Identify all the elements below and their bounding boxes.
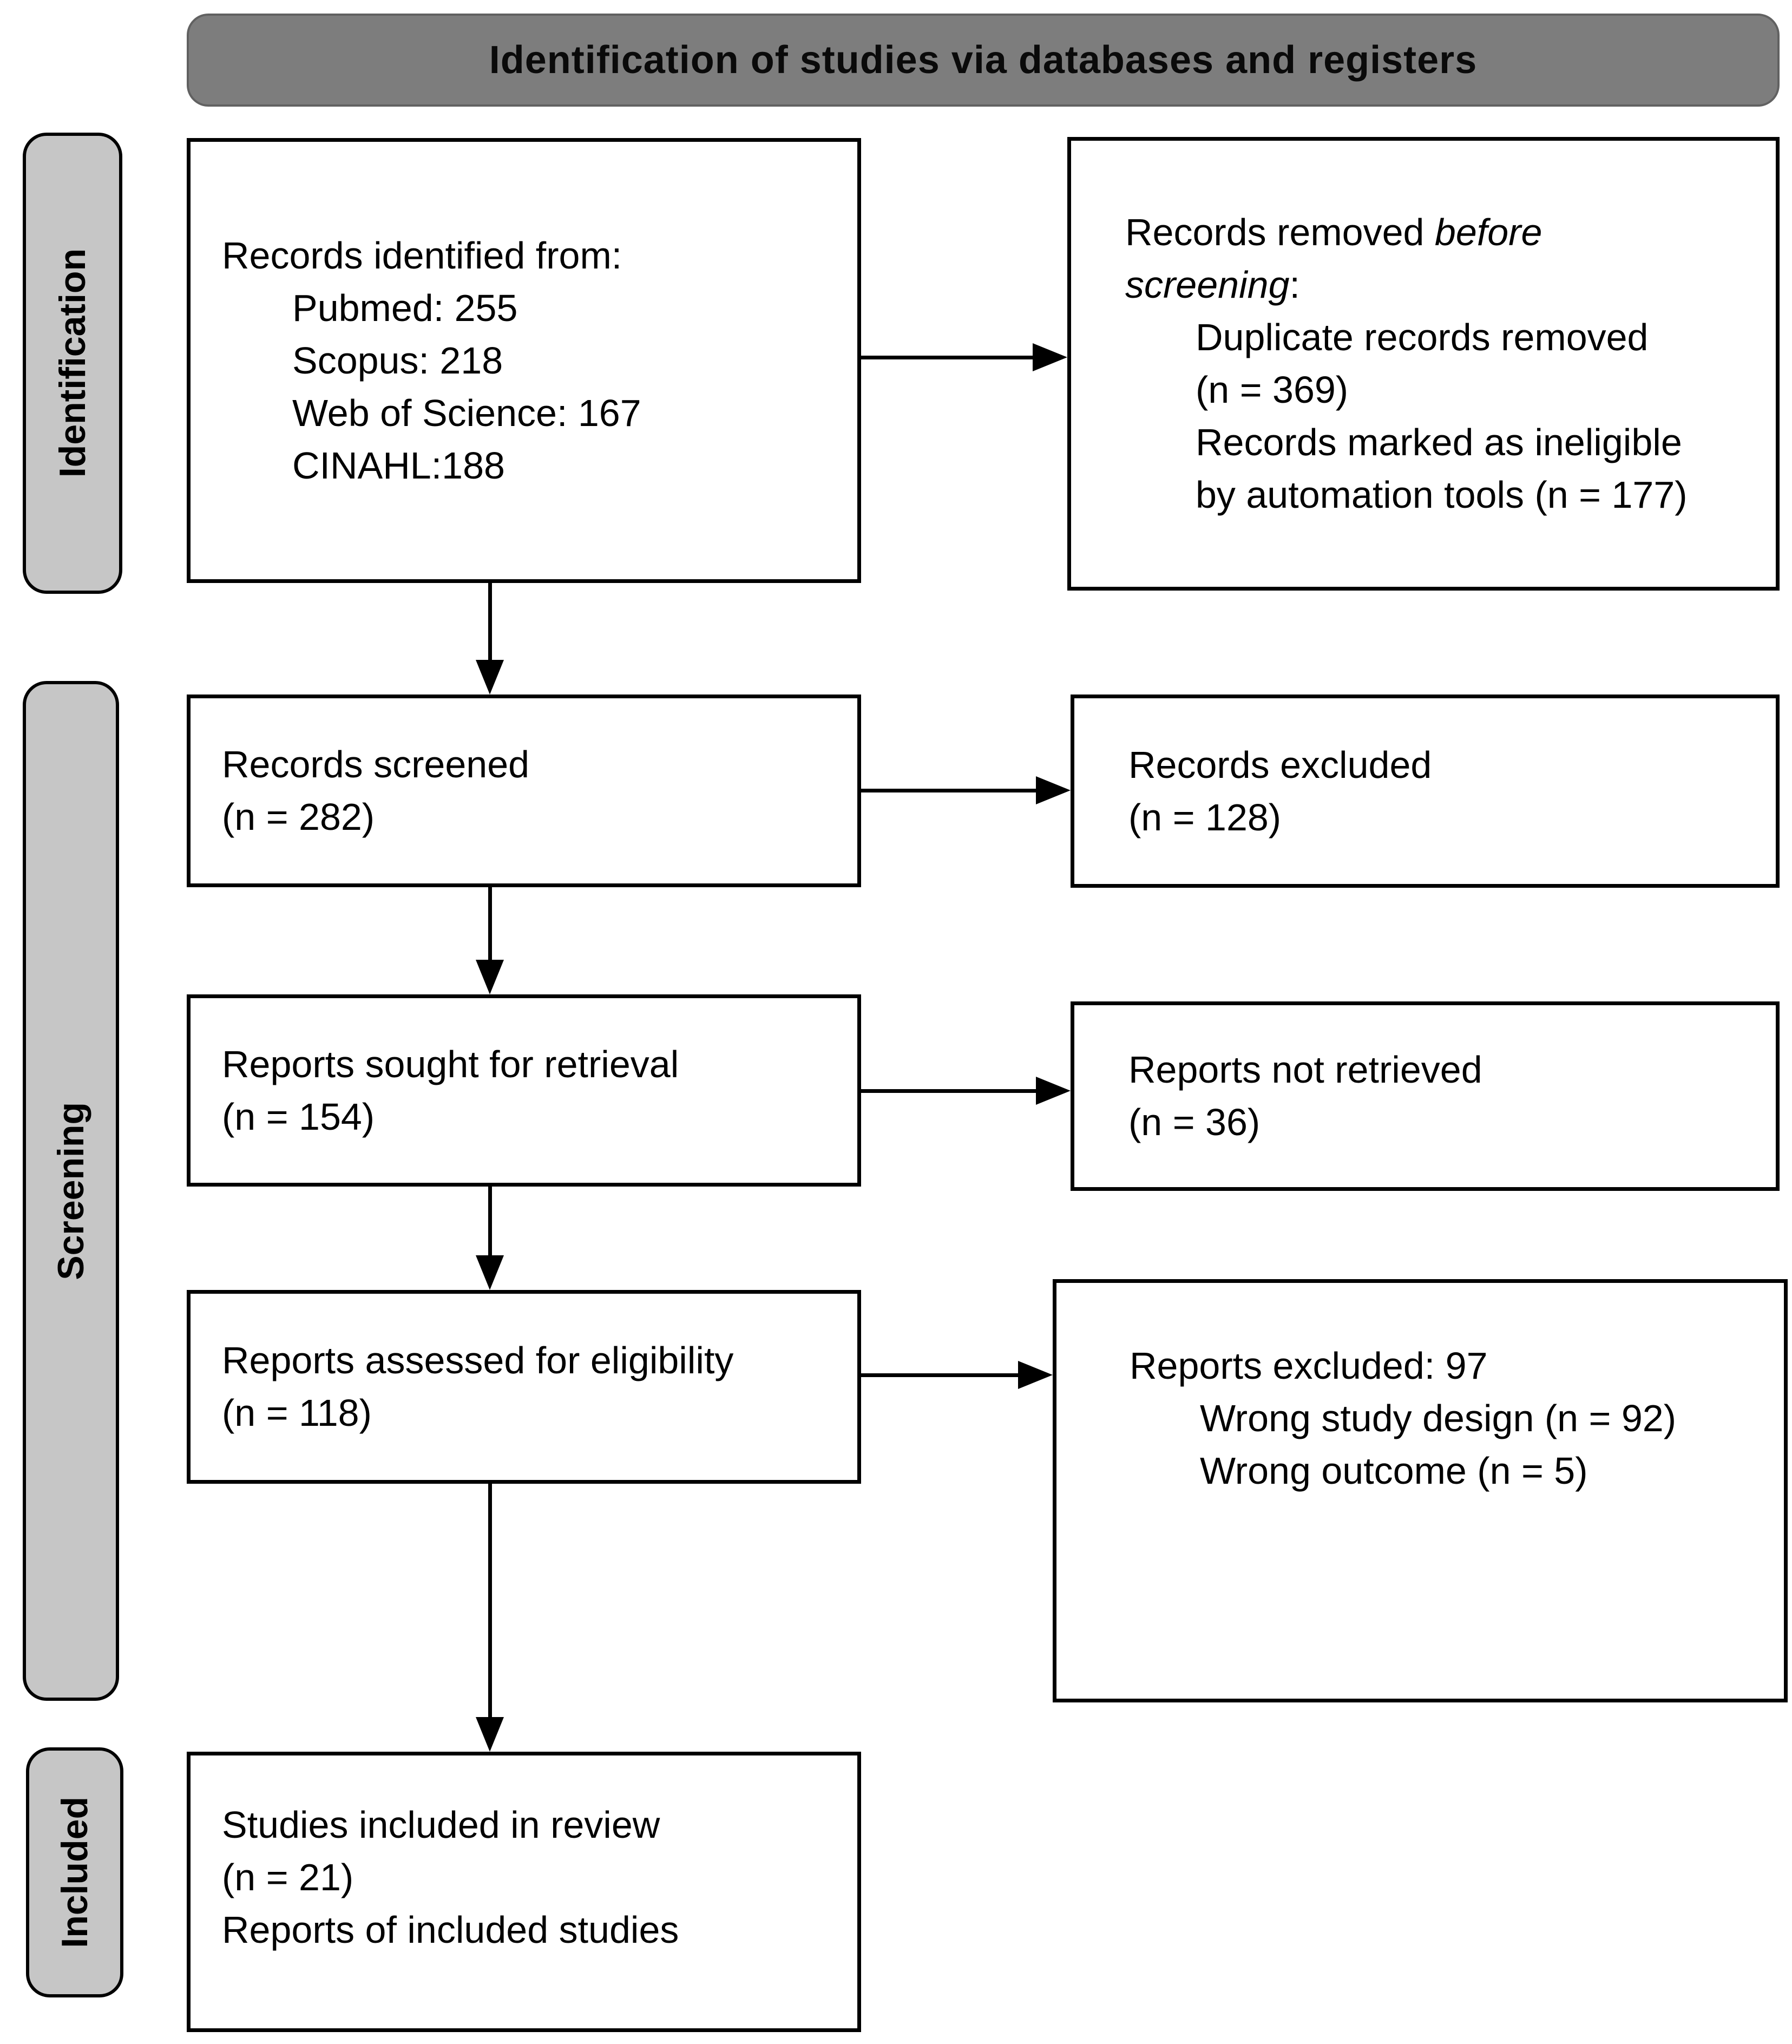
box-text-line: Studies included in review [222, 1804, 660, 1846]
box-text-line: (n = 21) [222, 1856, 354, 1898]
arrow-line-identified-to-screened [488, 582, 492, 661]
box-reports-sought-for-retrieval: Reports sought for retrieval (n = 154) [187, 994, 861, 1187]
box-text-line: Records marked as ineligible [1196, 421, 1682, 463]
stage-label-text: Screening [50, 1102, 91, 1280]
arrow-line-sought-to-assessed [488, 1185, 492, 1257]
arrowhead-right-icon [1033, 343, 1067, 371]
box-text-line: Reports of included studies [222, 1909, 679, 1951]
box-text-line: Duplicate records removed [1196, 316, 1649, 358]
stage-label-text: Identification [52, 248, 93, 478]
box-heading: Records identified from: [222, 234, 622, 277]
box-text-line: (n = 154) [222, 1095, 375, 1138]
box-text-line: Reports sought for retrieval [222, 1043, 679, 1085]
box-text-line: by automation tools (n = 177) [1196, 474, 1688, 516]
box-text-line: Scopus: 218 [292, 339, 503, 382]
arrowhead-down-icon [476, 960, 504, 994]
page-title: Identification of studies via databases … [489, 38, 1478, 82]
box-text-line: (n = 282) [222, 796, 375, 838]
box-text-line: Wrong outcome (n = 5) [1200, 1450, 1588, 1492]
arrowhead-right-icon [1036, 1077, 1071, 1105]
arrowhead-down-icon [476, 660, 504, 695]
box-text-line: (n = 118) [222, 1392, 372, 1434]
box-text-line: Reports not retrieved [1128, 1049, 1482, 1091]
arrowhead-right-icon [1018, 1361, 1053, 1389]
stage-label-text: Included [54, 1797, 95, 1948]
arrowhead-down-icon [476, 1255, 504, 1290]
box-text-segment: Records removed [1125, 211, 1435, 253]
arrow-line-sought-to-not-retrieved [861, 1089, 1038, 1093]
box-text-segment: : [1289, 264, 1300, 306]
title-banner: Identification of studies via databases … [187, 14, 1780, 107]
arrowhead-down-icon [476, 1717, 504, 1752]
box-text-line: Pubmed: 255 [292, 286, 518, 329]
arrow-line-screened-to-sought [488, 886, 492, 961]
box-text-line: (n = 36) [1128, 1101, 1261, 1143]
box-records-identified: Records identified from: Pubmed: 255 Sco… [187, 138, 861, 583]
box-reports-excluded: Reports excluded: 97 Wrong study design … [1053, 1279, 1788, 1702]
box-text-line: (n = 369) [1196, 369, 1349, 411]
box-text-line: Web of Science: 167 [292, 391, 641, 434]
box-heading: screening: [1125, 259, 1763, 311]
box-text-line: Wrong study design (n = 92) [1200, 1397, 1677, 1439]
box-reports-assessed-for-eligibility: Reports assessed for eligibility (n = 11… [187, 1290, 861, 1484]
box-reports-not-retrieved: Reports not retrieved (n = 36) [1071, 1001, 1780, 1191]
arrowhead-right-icon [1036, 776, 1071, 804]
arrow-line-identified-to-removed [861, 356, 1035, 359]
box-heading: Reports excluded: 97 [1130, 1345, 1488, 1387]
box-studies-included-in-review: Studies included in review (n = 21) Repo… [187, 1752, 861, 2032]
box-heading: Records removed before [1125, 206, 1763, 259]
stage-label-identification: Identification [23, 133, 122, 594]
arrow-line-screened-to-excluded [861, 789, 1038, 792]
box-text-line: CINAHL:188 [292, 444, 505, 487]
box-text-segment-italic: before [1434, 211, 1542, 253]
box-text-line: Records excluded [1128, 743, 1432, 786]
stage-label-screening: Screening [23, 681, 119, 1701]
stage-label-included: Included [26, 1747, 123, 1997]
box-records-excluded: Records excluded (n = 128) [1071, 695, 1780, 888]
box-text-line: Records screened [222, 743, 530, 785]
box-text-line: Reports assessed for eligibility [222, 1339, 734, 1381]
box-records-screened: Records screened (n = 282) [187, 695, 861, 887]
box-text-line: (n = 128) [1128, 796, 1282, 838]
arrow-line-assessed-to-included [488, 1483, 492, 1719]
arrow-line-assessed-to-excluded [861, 1373, 1020, 1377]
box-text-segment-italic: screening [1125, 264, 1290, 306]
box-records-removed-before-screening: Records removed before screening: Duplic… [1067, 137, 1780, 591]
